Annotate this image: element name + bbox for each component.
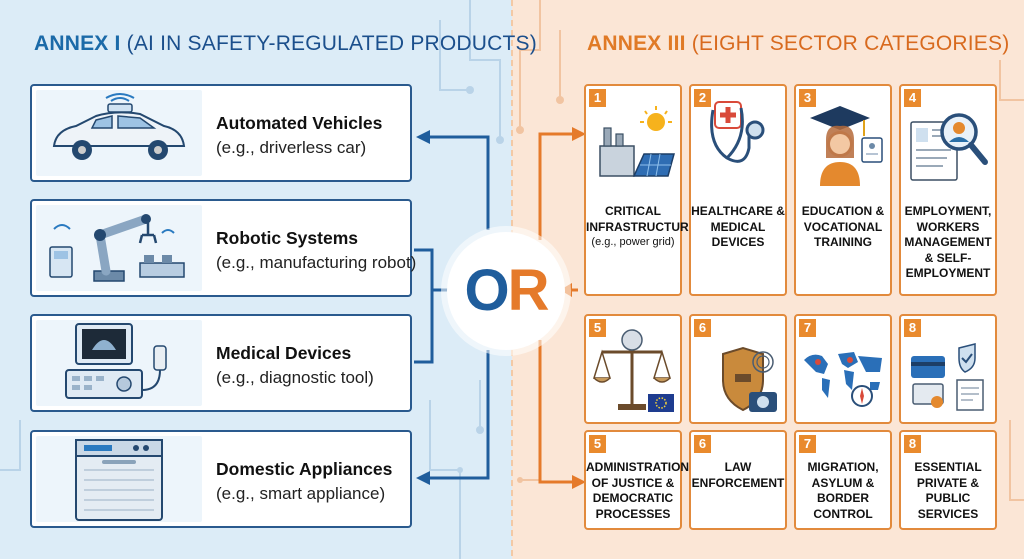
world-map-icon xyxy=(798,318,888,418)
sector-number: 5 xyxy=(589,319,606,337)
annex-i-item-automated-vehicles: Automated Vehicles (e.g., driverless car… xyxy=(30,84,412,182)
sector-label-text: CRITICAL INFRASTRUCTURE xyxy=(586,204,697,234)
sector-card-3: 3 EDUCATION & VOCATIONAL TRAINING xyxy=(794,84,892,296)
sector-number: 4 xyxy=(904,89,921,107)
sector-label-card-6: 6 LAW ENFORCEMENT xyxy=(689,430,787,530)
sector-label: ADMINISTRATION OF JUSTICE & DEMOCRATIC P… xyxy=(586,460,690,521)
sector-icon-card-6: 6 xyxy=(689,314,787,424)
sector-number: 2 xyxy=(694,89,711,107)
sector-number: 1 xyxy=(589,89,606,107)
item-title: Robotic Systems xyxy=(216,228,358,248)
sector-number: 8 xyxy=(904,435,921,453)
stethoscope-icon xyxy=(693,88,783,188)
annex-i-heading: ANNEX I (AI IN SAFETY-REGULATED PRODUCTS… xyxy=(34,32,537,56)
item-example: (e.g., driverless car) xyxy=(216,138,367,157)
sector-label: EDUCATION & VOCATIONAL TRAINING xyxy=(801,204,885,249)
sector-number: 6 xyxy=(694,319,711,337)
resume-magnifier-icon xyxy=(903,88,993,188)
sector-label: LAW ENFORCEMENT xyxy=(691,460,785,490)
sector-number: 7 xyxy=(799,319,816,337)
sector-label: CRITICAL INFRASTRUCTURE (e.g., power grid… xyxy=(586,204,697,251)
item-example: (e.g., diagnostic tool) xyxy=(216,368,374,387)
item-example: (e.g., manufacturing robot) xyxy=(216,253,417,272)
or-letter-o: O xyxy=(464,258,509,323)
sector-card-1: 1 CRITICAL INFRASTRUCTURE (e.g., power gr… xyxy=(584,84,697,296)
sector-card-4: 4 EMPLOYMENT, WORKERS MANAGEMENT & SELF-… xyxy=(899,84,997,296)
sector-card-2: 2 HEALTHCARE & MEDICAL DEVICES xyxy=(689,84,787,296)
sector-number: 8 xyxy=(904,319,921,337)
sector-label-card-7: 7 MIGRATION, ASYLUM & BORDER CONTROL xyxy=(794,430,892,530)
sector-label: HEALTHCARE & MEDICAL DEVICES xyxy=(691,204,785,249)
car-icon xyxy=(36,90,202,176)
annex-i-name: ANNEX I xyxy=(34,32,121,55)
dishwasher-icon xyxy=(36,436,202,522)
annex-i-item-robotic-systems: Robotic Systems (e.g., manufacturing rob… xyxy=(30,199,416,297)
item-title: Medical Devices xyxy=(216,343,352,363)
annex-i-description: (AI IN SAFETY-REGULATED PRODUCTS) xyxy=(126,32,537,55)
sector-number: 5 xyxy=(589,435,606,453)
sector-icon-card-5: 5 xyxy=(584,314,682,424)
sector-number: 6 xyxy=(694,435,711,453)
ultrasound-icon xyxy=(36,320,202,406)
item-title: Automated Vehicles xyxy=(216,113,383,133)
or-connector: OR xyxy=(447,232,565,350)
cards-documents-icon xyxy=(903,318,993,418)
robot-arm-icon xyxy=(36,205,202,291)
sector-label-card-5: 5 ADMINISTRATION OF JUSTICE & DEMOCRATIC… xyxy=(584,430,690,530)
sector-icon-card-8: 8 xyxy=(899,314,997,424)
power-plant-icon xyxy=(588,88,678,188)
scales-of-justice-icon xyxy=(588,318,678,418)
sector-label: EMPLOYMENT, WORKERS MANAGEMENT & SELF-EM… xyxy=(904,204,992,280)
graduate-icon xyxy=(798,88,888,188)
annex-i-item-medical-devices: Medical Devices (e.g., diagnostic tool) xyxy=(30,314,412,412)
sector-example: (e.g., power grid) xyxy=(591,236,675,248)
item-example: (e.g., smart appliance) xyxy=(216,484,386,503)
police-badge-icon xyxy=(693,318,783,418)
annex-iii-heading: ANNEX III (EIGHT SECTOR CATEGORIES) xyxy=(587,32,1009,56)
sector-icon-card-7: 7 xyxy=(794,314,892,424)
sector-number: 3 xyxy=(799,89,816,107)
sector-label-card-8: 8 ESSENTIAL PRIVATE & PUBLIC SERVICES xyxy=(899,430,997,530)
annex-i-item-domestic-appliances: Domestic Appliances (e.g., smart applian… xyxy=(30,430,412,528)
item-title: Domestic Appliances xyxy=(216,459,393,479)
annex-iii-name: ANNEX III xyxy=(587,32,686,55)
sector-label: ESSENTIAL PRIVATE & PUBLIC SERVICES xyxy=(914,460,982,521)
sector-label: MIGRATION, ASYLUM & BORDER CONTROL xyxy=(807,460,879,521)
sector-number: 7 xyxy=(799,435,816,453)
or-letter-r: R xyxy=(507,258,550,323)
annex-iii-description: (EIGHT SECTOR CATEGORIES) xyxy=(691,32,1010,55)
